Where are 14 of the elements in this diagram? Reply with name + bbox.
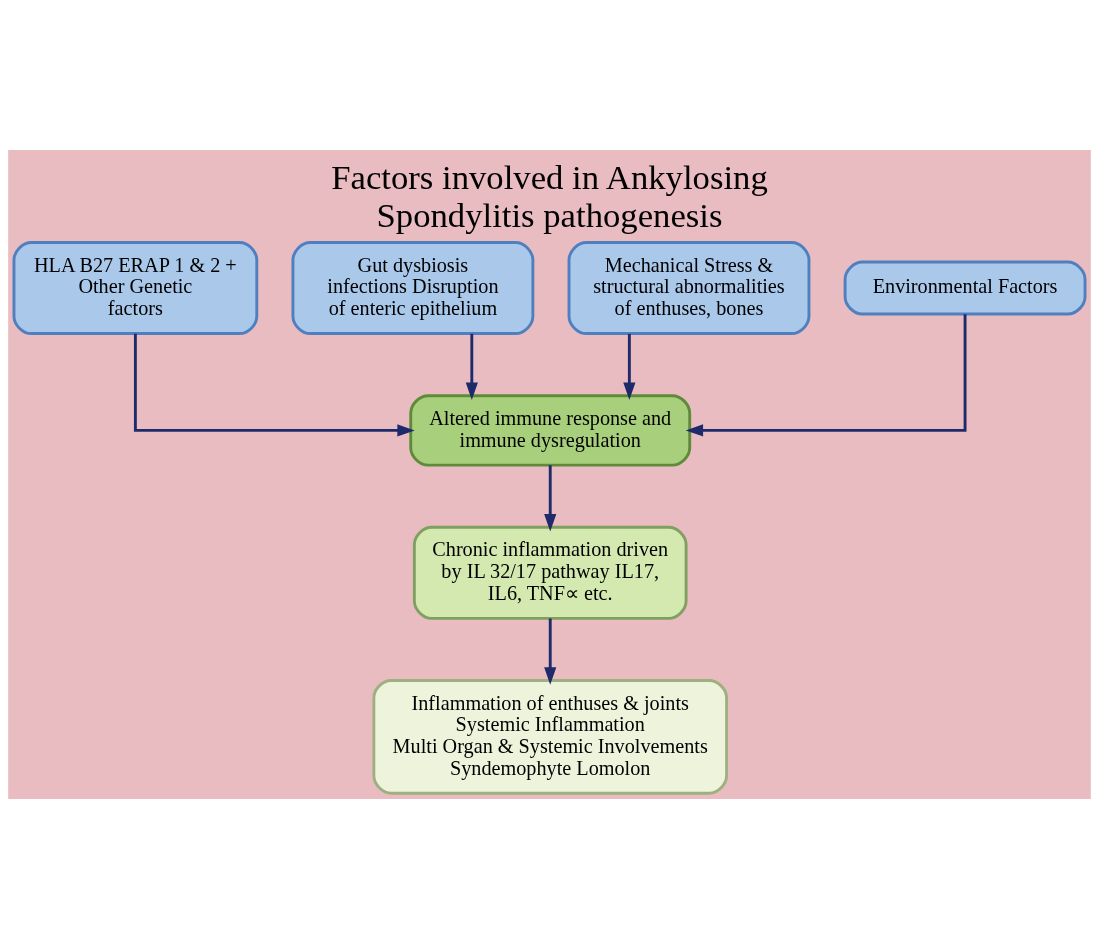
arrow — [544, 465, 557, 532]
arrow — [133, 333, 415, 437]
node-box: Gut dysbiosis infections Disruption of enteric epithelium — [291, 241, 535, 335]
node-box: Altered immune response and immune dysregulation — [409, 394, 692, 467]
diagram-title: Factors involved in Ankylosing Spondylitis pathogenesis — [331, 158, 768, 235]
node-box: Mechanical Stress & structural abnormalities of enthuses, bones — [567, 241, 811, 335]
node-box: HLA B27 ERAP 1 & 2 + Other Genetic factors — [12, 241, 259, 335]
arrow — [544, 618, 557, 685]
arrow — [465, 333, 478, 400]
node-box: Environmental Factors — [843, 260, 1087, 316]
node-box: Inflammation of enthuses & joints Systemic Inflammation Multi Organ & Systemic Involvements Syndemophyte Lomolon — [372, 679, 728, 795]
arrow — [623, 333, 636, 400]
node-box: Chronic inflammation driven by IL 32/17 pathway IL17, IL6, TNF∝ etc. — [412, 525, 688, 620]
arrow — [685, 314, 967, 437]
